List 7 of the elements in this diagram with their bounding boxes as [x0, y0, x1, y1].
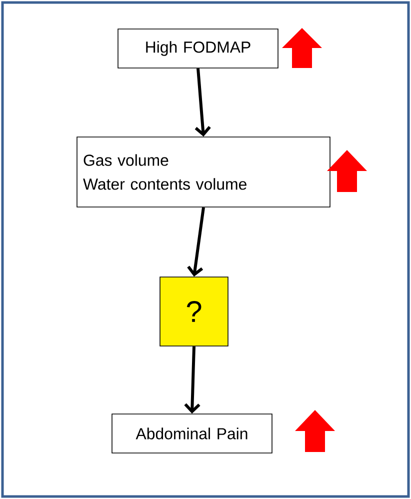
arrow — [184, 346, 200, 414]
arrow — [194, 68, 211, 137]
question-box: ? — [160, 276, 228, 346]
process-box: Gas volume Water contents volume — [76, 136, 330, 208]
process-box: High FODMAP — [118, 28, 278, 68]
process-box: Abdominal Pain — [112, 414, 272, 454]
arrow — [187, 207, 205, 277]
